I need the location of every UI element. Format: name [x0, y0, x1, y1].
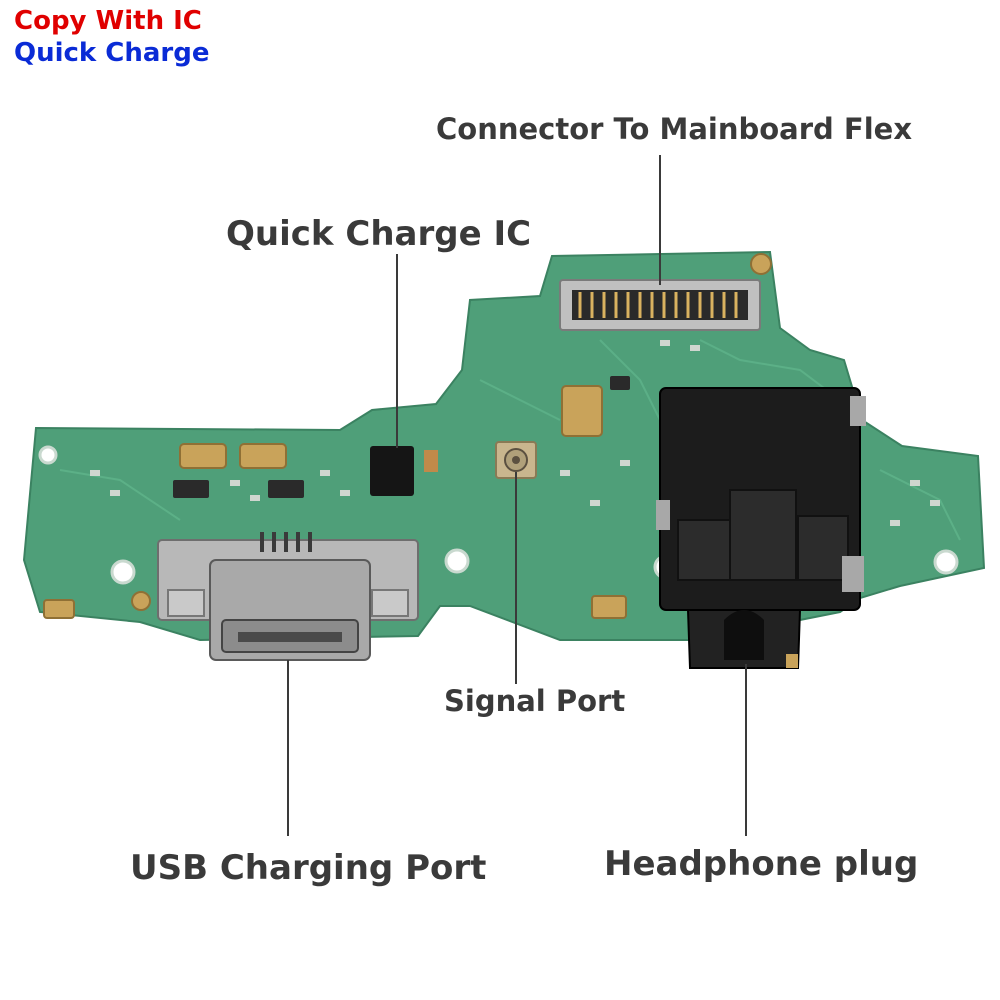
- usb-charging-port: [157, 532, 419, 661]
- quick-charge-ic-label: Quick Charge IC: [226, 214, 532, 254]
- copy-with-ic-badge: Copy With IC: [14, 6, 202, 36]
- quick-charge-badge: Quick Charge: [14, 38, 210, 68]
- signal-port-coax: [495, 441, 537, 479]
- mainboard-flex-connector: [559, 279, 761, 331]
- signal-port-label: Signal Port: [444, 684, 626, 718]
- headphone-plug-label: Headphone plug: [604, 844, 919, 884]
- quick-charge-ic-chip: [370, 446, 414, 496]
- usb-charging-port-label: USB Charging Port: [130, 848, 487, 888]
- headphone-jack: [656, 387, 866, 669]
- connector-label: Connector To Mainboard Flex: [436, 112, 913, 146]
